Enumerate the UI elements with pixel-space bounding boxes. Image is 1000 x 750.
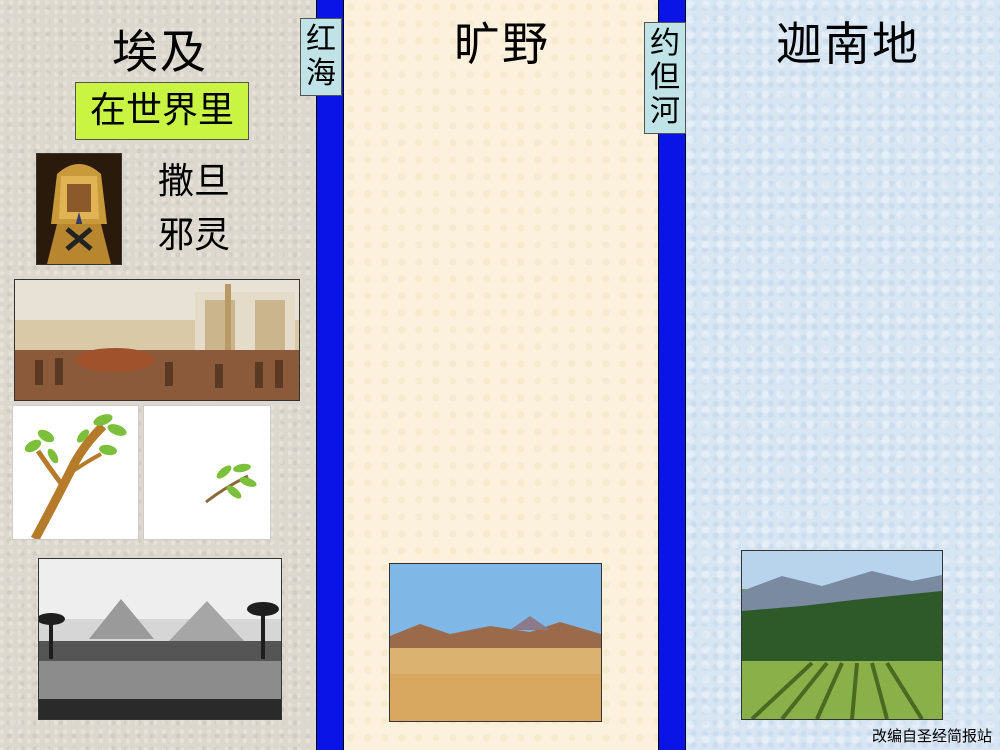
jordan-char-2: 但 <box>650 60 680 95</box>
jordan-char-3: 河 <box>650 94 680 129</box>
egypt-title: 埃及 <box>112 25 208 79</box>
evil-spirit-label: 邪灵 <box>158 215 231 256</box>
vineyard-image <box>741 550 943 720</box>
red-sea-label: 红 海 <box>300 18 342 96</box>
jordan-char-1: 约 <box>650 26 680 61</box>
in-world-tag: 在世界里 <box>75 82 249 140</box>
red-sea-char-1: 红 <box>306 22 336 57</box>
credit-text: 改编自圣经简报站 <box>871 727 992 745</box>
pyramids-image <box>38 558 282 720</box>
desert-image <box>389 563 602 722</box>
red-sea-char-2: 海 <box>306 56 336 91</box>
branch-small-image <box>143 405 271 540</box>
canaan-title: 迦南地 <box>776 17 920 71</box>
procession-image <box>14 279 300 401</box>
red-sea-river <box>316 0 344 750</box>
wilderness-title: 旷野 <box>454 17 550 71</box>
pharaoh-image <box>36 153 122 265</box>
satan-label: 撒旦 <box>158 161 231 202</box>
jordan-label: 约 但 河 <box>644 22 686 134</box>
branch-big-image <box>12 405 139 540</box>
